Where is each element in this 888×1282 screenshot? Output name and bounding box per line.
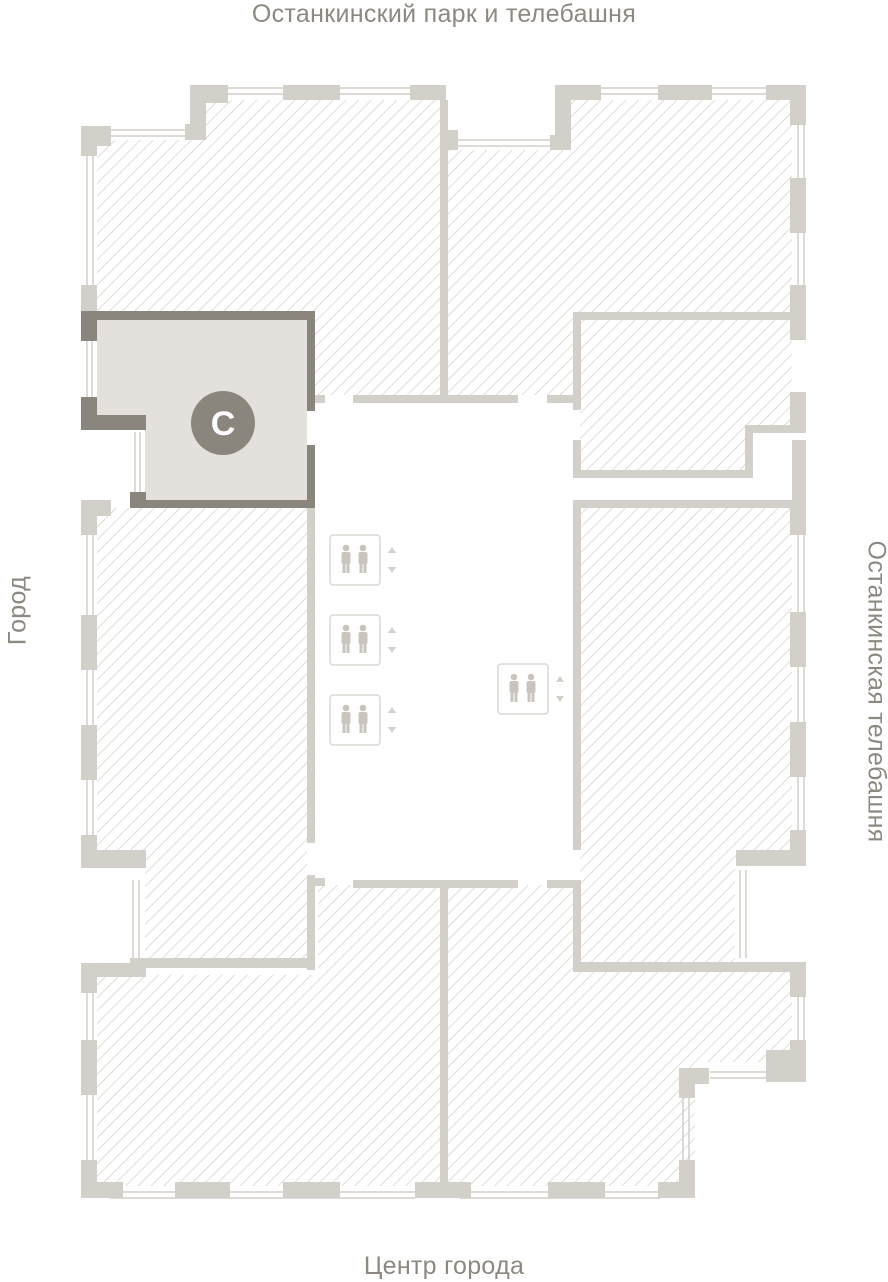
elevator-icon <box>329 534 397 586</box>
unit-bottom-left[interactable] <box>97 885 440 1186</box>
unit-badge-label: C <box>211 405 236 443</box>
unit-top-left[interactable] <box>97 100 440 395</box>
windows <box>86 87 805 1199</box>
selected-unit[interactable]: C <box>81 311 315 508</box>
unit-top-right[interactable] <box>447 100 792 395</box>
unit-left[interactable] <box>97 508 307 962</box>
elevator-icon <box>329 614 397 666</box>
elevator-icon <box>329 694 397 746</box>
direction-label-top: Останкинский парк и телебашня <box>251 0 637 28</box>
selected-unit-walls <box>81 311 315 508</box>
unit-bottom-right[interactable] <box>447 885 792 1186</box>
elevator-icon <box>497 663 565 715</box>
unit-right-small[interactable] <box>580 320 792 470</box>
unit-right[interactable] <box>580 508 792 962</box>
unit-badge: C <box>191 391 255 455</box>
direction-label-bottom: Центр города <box>363 1252 525 1280</box>
walls <box>81 85 806 1198</box>
